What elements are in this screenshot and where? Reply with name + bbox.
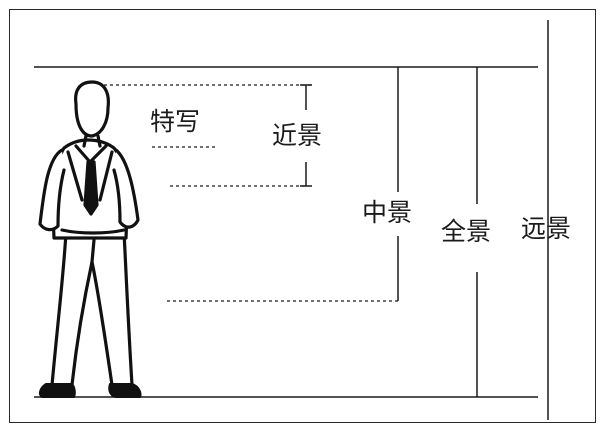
figure-neck [82,134,102,148]
figure-leg-gap [90,238,96,264]
label-close-shot: 近景 [272,121,322,150]
label-closeup: 特写 [150,107,200,136]
figure-head [74,80,110,138]
figure-lapels [66,150,114,202]
label-full-shot: 全景 [441,217,491,246]
outer-frame [9,9,596,423]
figure-left-arm [38,148,66,232]
figure-tie [83,160,99,216]
figure-left-shoe [38,383,76,398]
standing-man-figure [38,80,142,398]
label-medium-shot: 中景 [362,198,412,227]
figure-right-shoe [108,383,142,398]
figure-right-arm [112,148,140,229]
figure-belt [60,228,126,235]
label-long-shot: 远景 [521,214,571,243]
